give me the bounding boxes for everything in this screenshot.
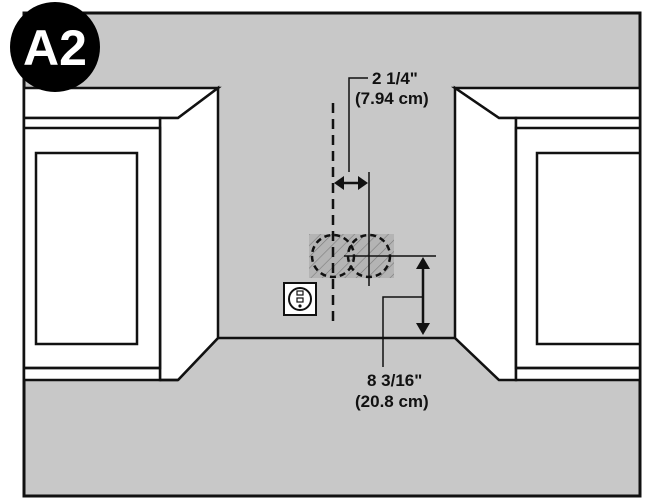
double-arrow-horizontal-icon xyxy=(334,176,368,190)
step-badge: A2 xyxy=(10,2,100,92)
horizontal-dimension-metric: (7.94 cm) xyxy=(355,89,429,108)
step-label: A2 xyxy=(23,20,87,76)
vertical-dimension-imperial: 8 3/16" xyxy=(367,371,422,390)
right-cabinet xyxy=(450,85,642,382)
left-cabinet xyxy=(22,85,222,382)
double-arrow-vertical-icon xyxy=(416,257,430,335)
electrical-outlet-icon xyxy=(283,282,317,316)
leader-line-vertical xyxy=(382,296,423,367)
leader-line-horizontal xyxy=(348,77,368,172)
horizontal-dimension-imperial: 2 1/4" xyxy=(372,69,418,88)
vertical-dimension-metric: (20.8 cm) xyxy=(355,392,429,411)
